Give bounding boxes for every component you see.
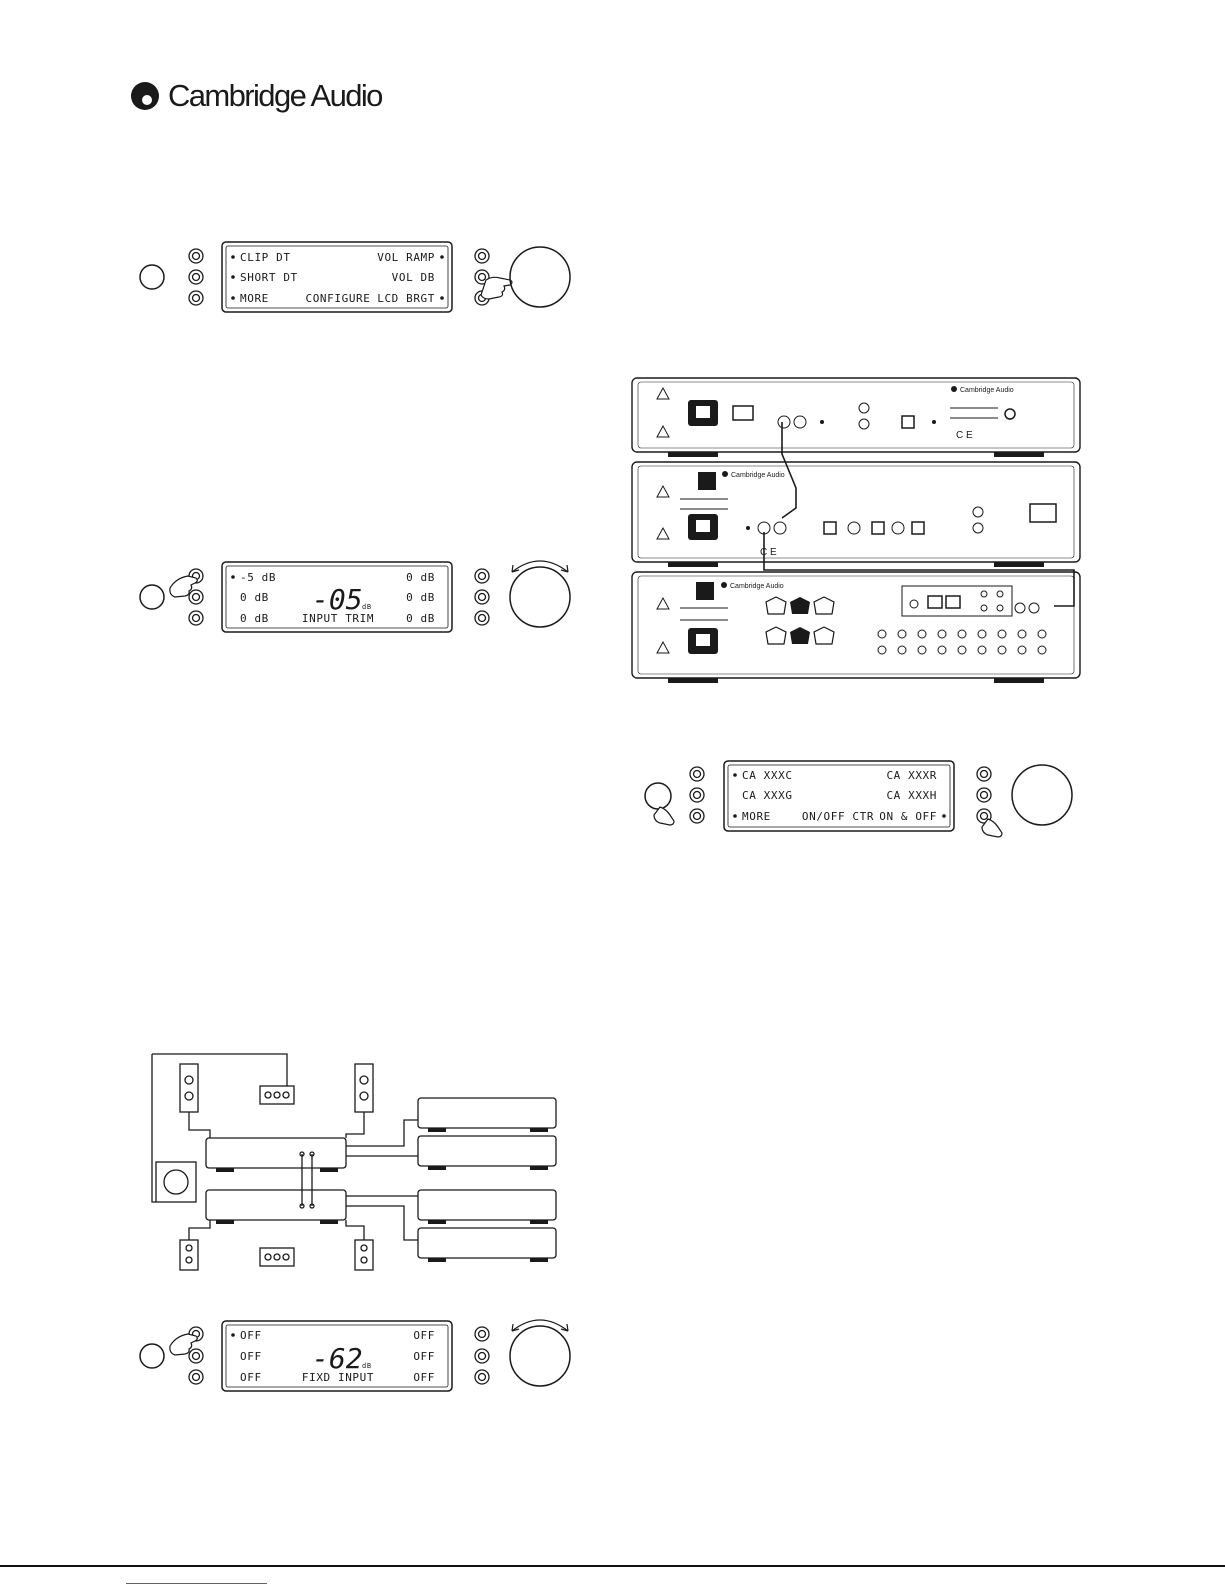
- pointing-hand-icon: [170, 1334, 197, 1355]
- lcd-left-bot: MORE: [240, 292, 269, 305]
- pointing-hand-icon: [982, 819, 1002, 837]
- standby-button[interactable]: [645, 783, 671, 809]
- rear-panel-stack-diagram: Cambridge Audio C E Cambridge Audio C E …: [628, 372, 1088, 690]
- lcd-center-bot: CONFIGURE: [305, 292, 370, 305]
- system-wiring-diagram: [150, 1050, 560, 1272]
- lcd-right-top: 0 dB: [406, 571, 435, 584]
- lcd-left-top: -5 dB: [240, 571, 276, 584]
- brand-logo: Cambridge Audio: [130, 78, 382, 114]
- lcd-right-mid: OFF: [413, 1350, 435, 1363]
- right-buttons: [475, 569, 489, 625]
- volume-knob[interactable]: [510, 567, 570, 627]
- left-buttons: [189, 249, 203, 305]
- volume-knob[interactable]: [510, 247, 570, 307]
- standby-button[interactable]: [140, 265, 164, 289]
- control-cable-1: [782, 422, 796, 518]
- volume-knob[interactable]: [1012, 765, 1072, 825]
- lcd-left-bot: OFF: [240, 1371, 262, 1384]
- lcd-center-bot: FIXD INPUT: [302, 1371, 374, 1384]
- standby-button[interactable]: [140, 1344, 164, 1368]
- lcd-center-bot: ON/OFF CTR: [802, 810, 874, 823]
- right-buttons: [475, 1327, 489, 1384]
- lcd-right-bot: OFF: [413, 1371, 435, 1384]
- lcd-left-mid: CA XXXG: [742, 789, 793, 802]
- footer-link-underline[interactable]: [126, 1583, 267, 1584]
- volume-knob[interactable]: [510, 1326, 570, 1386]
- lcd-left-mid: 0 dB: [240, 591, 269, 604]
- lcd-unit: dB: [362, 603, 372, 611]
- lcd-center-bot: INPUT TRIM: [302, 612, 374, 625]
- svg-text:C E: C E: [760, 547, 777, 558]
- control-cable-2: [764, 532, 1074, 606]
- lcd-left-top: CA XXXC: [742, 769, 793, 782]
- lcd-right-bot: ON & OFF: [879, 810, 937, 823]
- lcd-right-top: CA XXXR: [886, 769, 937, 782]
- lcd-unit: dB: [362, 1362, 372, 1370]
- lcd-left-mid: SHORT DT: [240, 271, 298, 284]
- lcd-right-mid: CA XXXH: [886, 789, 937, 802]
- standby-button[interactable]: [140, 585, 164, 609]
- fixed-input-panel: OFF OFF OFF OFF OFF OFF -62 dB FIXD INPU…: [130, 1312, 580, 1402]
- input-trim-panel: -5 dB 0 dB 0 dB 0 dB 0 dB 0 dB -05 dB IN…: [130, 550, 580, 640]
- configure-panel: CLIP DT SHORT DT MORE VOL RAMP VOL DB LC…: [130, 236, 580, 318]
- left-buttons: [690, 767, 704, 823]
- lcd-left-mid: OFF: [240, 1350, 262, 1363]
- rear-brand-label-2: Cambridge Audio: [731, 472, 785, 479]
- lcd-right-bot: 0 dB: [406, 612, 435, 625]
- lcd-left-bot: 0 dB: [240, 612, 269, 625]
- lcd-left-bot: MORE: [742, 810, 771, 823]
- brand-name: Cambridge Audio: [168, 78, 382, 114]
- rear-brand-label-3: Cambridge Audio: [730, 583, 784, 590]
- brand-logo-icon: [130, 81, 160, 111]
- lcd-right-mid: VOL DB: [392, 271, 435, 284]
- lcd-right-top: OFF: [413, 1329, 435, 1342]
- lcd-right-bot: LCD BRGT: [377, 292, 435, 305]
- rear-brand-label-1: Cambridge Audio: [960, 387, 1014, 394]
- pointing-hand-icon: [481, 277, 512, 299]
- lcd-right-mid: 0 dB: [406, 591, 435, 604]
- right-buttons: [977, 767, 991, 823]
- page-bottom-rule: [0, 1565, 1225, 1567]
- on-off-ctr-panel: CA XXXC CA XXXG MORE CA XXXR CA XXXH ON …: [628, 755, 1083, 841]
- svg-text:C E: C E: [956, 430, 973, 441]
- pointing-hand-icon: [170, 576, 197, 597]
- lcd-left-top: OFF: [240, 1329, 262, 1342]
- lcd-right-top: VOL RAMP: [377, 251, 435, 264]
- lcd-left-top: CLIP DT: [240, 251, 291, 264]
